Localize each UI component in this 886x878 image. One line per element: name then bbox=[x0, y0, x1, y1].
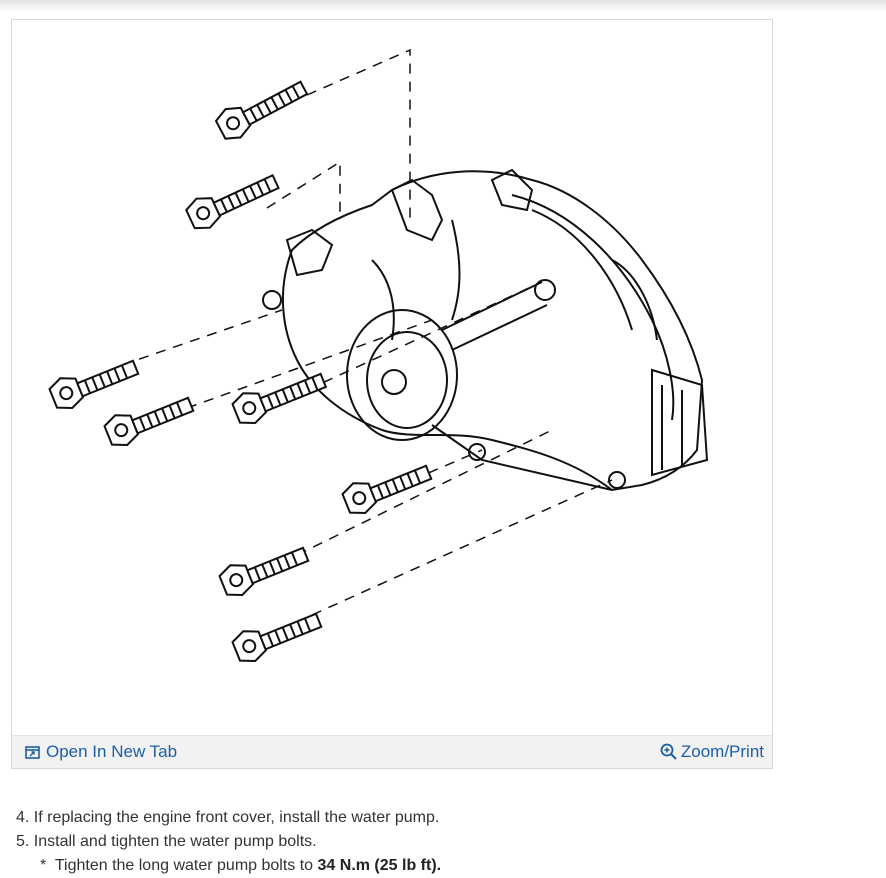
open-new-tab-label: Open In New Tab bbox=[46, 742, 178, 761]
sub-step-torque: * Tighten the long water pump bolts to 3… bbox=[16, 854, 441, 878]
top-shadow bbox=[0, 0, 886, 12]
instructions: 4. If replacing the engine front cover, … bbox=[16, 806, 441, 878]
water-pump-diagram bbox=[48, 48, 709, 662]
figure-toolbar: Open In New Tab Zoom/Print bbox=[12, 735, 772, 768]
figure-card: Open In New Tab Zoom/Print bbox=[11, 19, 773, 769]
zoom-in-icon bbox=[660, 743, 678, 761]
step-4: 4. If replacing the engine front cover, … bbox=[16, 809, 440, 826]
sub-step-bullet: * bbox=[40, 857, 47, 874]
torque-value: 34 N.m (25 lb ft). bbox=[317, 857, 442, 874]
open-new-tab-link[interactable]: Open In New Tab bbox=[25, 742, 177, 762]
open-new-tab-icon bbox=[25, 745, 40, 759]
sub-step-text: Tighten the long water pump bolts to bbox=[54, 857, 318, 874]
zoom-print-label: Zoom/Print bbox=[680, 742, 764, 761]
zoom-print-link[interactable]: Zoom/Print bbox=[660, 742, 764, 762]
step-5: 5. Install and tighten the water pump bo… bbox=[16, 833, 317, 850]
